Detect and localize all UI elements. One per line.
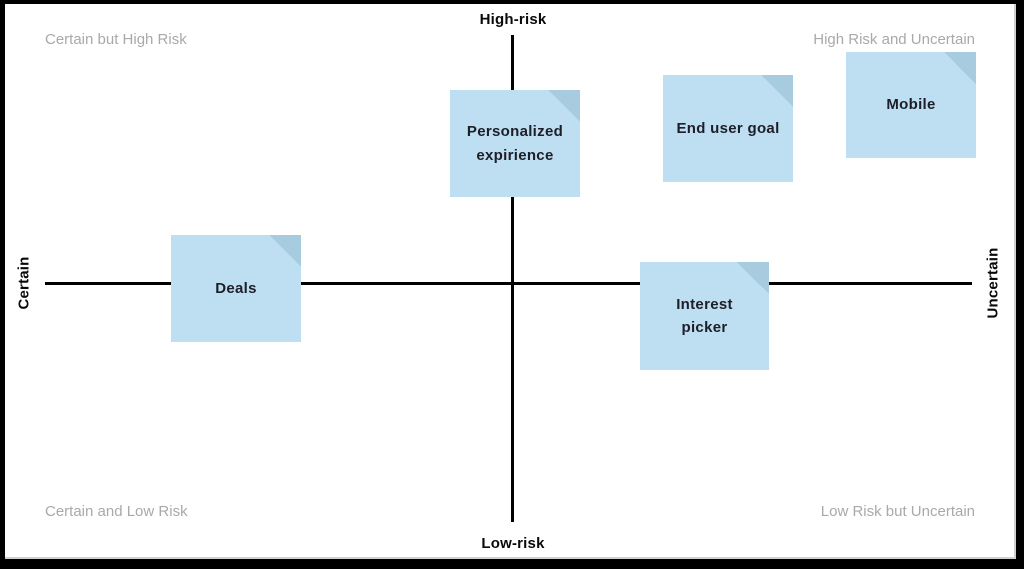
axis-label-high-risk: High-risk (479, 11, 547, 28)
sticky-note-label: End user goal (676, 119, 780, 137)
quadrant-caption-bottom-right: Low Risk but Uncertain (820, 503, 975, 520)
folded-corner-icon (737, 262, 769, 294)
horizontal-axis-line (45, 282, 972, 285)
quadrant-caption-bottom-left: Certain and Low Risk (45, 503, 188, 520)
sticky-note-label: Deals (215, 279, 257, 297)
sticky-note-label: Personalized expirience (466, 123, 564, 164)
quadrant-caption-top-right: High Risk and Uncertain (813, 31, 975, 48)
folded-corner-icon (548, 90, 580, 122)
vertical-axis-line (511, 35, 514, 522)
sticky-note-end-user-goal[interactable]: End user goal (663, 75, 793, 182)
sticky-note-personalized-expirience[interactable]: Personalized expirience (450, 90, 580, 197)
quadrant-caption-top-left: Certain but High Risk (45, 31, 187, 48)
sticky-note-deals[interactable]: Deals (171, 235, 301, 342)
folded-corner-icon (269, 235, 301, 267)
axis-label-low-risk: Low-risk (481, 535, 545, 552)
axis-label-certain: Certain (15, 256, 33, 310)
sticky-note-label: Interest picker (676, 295, 733, 336)
sticky-note-interest-picker[interactable]: Interest picker (640, 262, 769, 370)
axis-label-uncertain: Uncertain (984, 247, 1002, 319)
folded-corner-icon (761, 75, 793, 107)
sticky-note-mobile[interactable]: Mobile (846, 52, 976, 158)
sticky-note-label: Mobile (886, 96, 936, 114)
folded-corner-icon (944, 52, 976, 84)
